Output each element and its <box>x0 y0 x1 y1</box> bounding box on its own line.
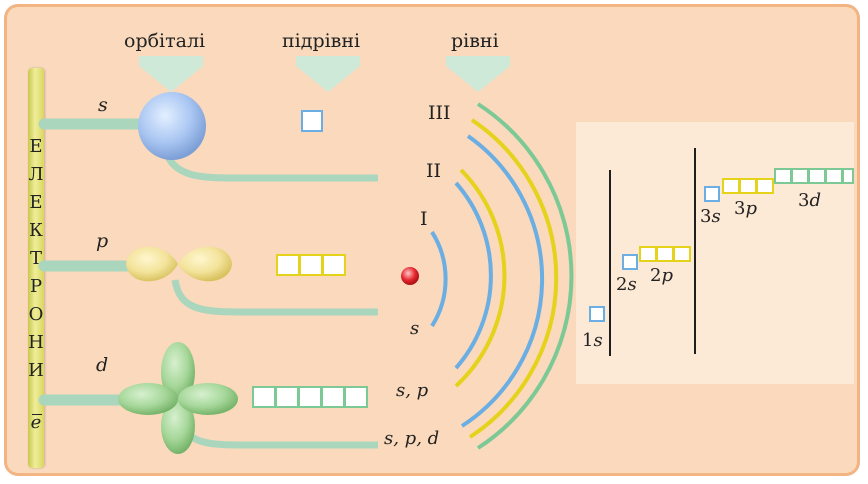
arrow-down-icon <box>446 56 510 92</box>
energy-label-1s: 1s <box>582 330 603 351</box>
level1-sublevels: s <box>410 318 420 339</box>
orbital-p-label: p <box>96 230 109 252</box>
cell-2p <box>639 246 657 262</box>
cell-3d <box>774 168 792 184</box>
cell-2s <box>622 254 638 270</box>
cell-3p <box>756 178 774 194</box>
level-arc <box>476 102 574 450</box>
level-label-II: II <box>426 160 442 182</box>
energy-label-2s: 2s <box>616 274 637 295</box>
energy-divider <box>694 148 696 354</box>
p-orbital <box>38 246 378 316</box>
arrow-down-icon <box>296 56 360 92</box>
electrons-letter: К <box>29 220 43 241</box>
energy-divider <box>609 170 611 356</box>
d-orbital <box>38 342 378 454</box>
electrons-letter: Е <box>29 192 43 213</box>
level-arc <box>454 168 507 388</box>
header-sublevels: підрівні <box>282 30 361 52</box>
cell-3d <box>842 168 854 184</box>
cell-3p <box>739 178 757 194</box>
level2-sublevels: s, p <box>396 380 429 401</box>
level-arc <box>468 118 559 439</box>
orbital-d-label: d <box>96 354 109 376</box>
level-label-I: I <box>420 208 428 230</box>
cell-3d <box>808 168 826 184</box>
level-arc <box>430 230 448 328</box>
level-label-III: III <box>428 102 451 124</box>
electrons-letter: Е <box>29 136 43 157</box>
level-arc <box>454 181 493 370</box>
cell-3s <box>704 186 720 202</box>
electron-symbol-overline <box>32 414 42 415</box>
electron-symbol: e <box>30 412 42 433</box>
electrons-letter: И <box>28 360 44 381</box>
energy-label-3d: 3d <box>798 190 821 211</box>
electrons-letter: О <box>28 304 44 325</box>
nucleus <box>401 267 419 285</box>
orbital-s-label: s <box>98 94 108 116</box>
level3-sublevels: s, p, d <box>384 428 440 449</box>
header-levels: рівні <box>451 30 499 52</box>
energy-label-3p: 3p <box>734 198 757 219</box>
energy-label-2p: 2p <box>650 265 673 286</box>
electrons-bar <box>28 68 44 468</box>
cell-2p <box>656 246 674 262</box>
cell-3d <box>825 168 843 184</box>
electrons-letter: Р <box>29 276 43 297</box>
cell-2p <box>673 246 691 262</box>
cell-3d <box>791 168 809 184</box>
cell-1s <box>589 306 605 322</box>
s-orbital <box>38 92 378 182</box>
cell-3p <box>722 178 740 194</box>
electrons-letter: Л <box>28 164 44 185</box>
header-orbitals: орбіталі <box>124 30 206 52</box>
level-arc <box>460 134 545 428</box>
arrow-down-icon <box>139 56 203 92</box>
energy-diagram <box>576 122 854 384</box>
electrons-letter: Н <box>28 332 44 353</box>
energy-label-3s: 3s <box>700 206 721 227</box>
